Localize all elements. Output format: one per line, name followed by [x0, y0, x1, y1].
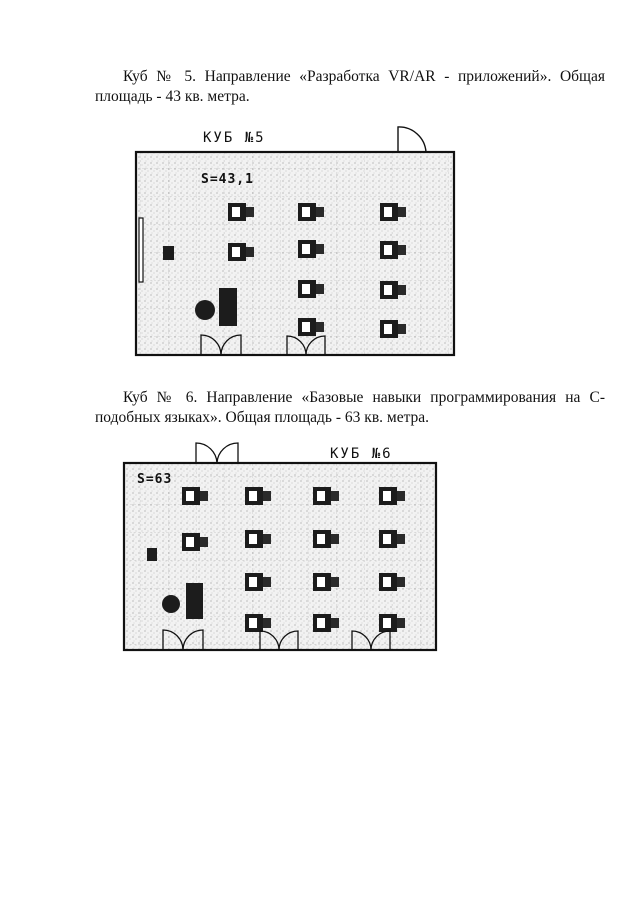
plan-cube6-title: КУБ №6 [330, 446, 393, 462]
cabinet [163, 246, 174, 260]
double-door-icon [286, 335, 326, 356]
plan-cube6-area: S=63 [137, 472, 172, 487]
plan-cube6: КУБ №6 S=63 [122, 442, 438, 652]
chair-icon [195, 300, 215, 320]
cabinet [147, 548, 157, 561]
teacher-desk [186, 583, 203, 619]
room-walls [134, 150, 456, 357]
double-door-icon [200, 334, 242, 356]
double-door-icon [162, 629, 204, 651]
room-walls [122, 461, 438, 652]
paragraph-cube6: Куб № 6. Направление «Базовые навыки про… [95, 389, 605, 426]
teacher-desk [219, 288, 237, 326]
whiteboard [138, 217, 144, 283]
double-door-icon [195, 442, 239, 464]
plan-cube5: КУБ №5 S=43,1 [134, 126, 456, 357]
plan-cube5-title: КУБ №5 [203, 130, 266, 146]
door-icon [397, 126, 427, 153]
chair-icon [162, 595, 180, 613]
double-door-icon [259, 630, 299, 651]
double-door-icon [351, 630, 391, 651]
plan-cube5-area: S=43,1 [201, 172, 254, 187]
paragraph-cube5: Куб № 5. Направление «Разработка VR/AR -… [95, 68, 605, 105]
